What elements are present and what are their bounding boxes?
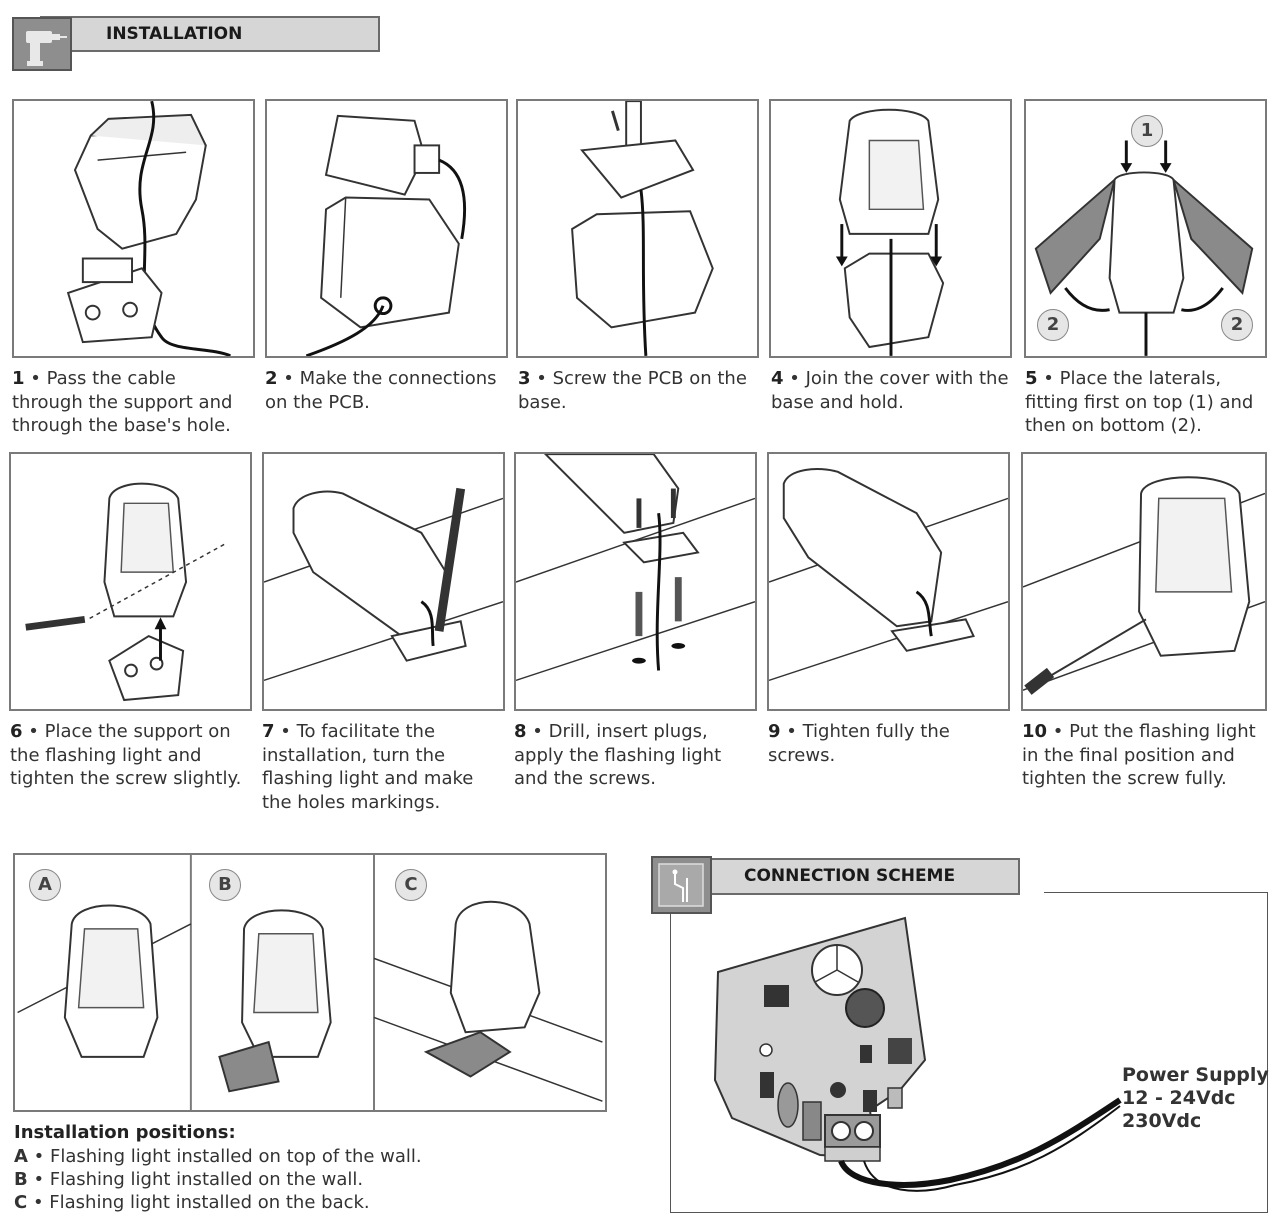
step-9-number: 9 bbox=[768, 721, 781, 742]
connection-frame bbox=[670, 893, 1268, 1213]
position-a-letter: A bbox=[14, 1146, 28, 1167]
drill-icon bbox=[12, 17, 72, 71]
step-2-illustration bbox=[265, 99, 508, 358]
step-6-illustration bbox=[9, 452, 252, 711]
step-6-number: 6 bbox=[10, 721, 23, 742]
step-4-number: 4 bbox=[771, 368, 784, 389]
step-3-number: 3 bbox=[518, 368, 531, 389]
step-10-number: 10 bbox=[1022, 721, 1048, 742]
step-9-illustration bbox=[767, 452, 1010, 711]
pcb-board bbox=[700, 910, 1260, 1210]
connection-frame-top bbox=[1044, 892, 1268, 893]
step-2-text: • Make the connections on the PCB. bbox=[265, 368, 497, 413]
step-9-caption: 9 • Tighten fully the screws. bbox=[768, 720, 1018, 767]
position-c-line: C • Flashing light installed on the back… bbox=[14, 1191, 370, 1214]
step-8-caption: 8 • Drill, insert plugs, apply the flash… bbox=[514, 720, 744, 791]
position-b-letter: B bbox=[14, 1169, 28, 1190]
installation-title: INSTALLATION bbox=[106, 24, 243, 44]
step-10-caption: 10 • Put the flashing light in the final… bbox=[1022, 720, 1267, 791]
step-7-caption: 7 • To facilitate the installation, turn… bbox=[262, 720, 492, 814]
position-b-label: B bbox=[209, 869, 241, 901]
step-2-caption: 2 • Make the connections on the PCB. bbox=[265, 367, 510, 414]
step-4-text: • Join the cover with the base and hold. bbox=[771, 368, 1009, 413]
position-c-letter: C bbox=[14, 1192, 28, 1213]
power-supply-line2: 12 - 24Vdc bbox=[1122, 1087, 1236, 1109]
position-a-line: A • Flashing light installed on top of t… bbox=[14, 1145, 422, 1168]
step-5-number: 5 bbox=[1025, 368, 1038, 389]
step-6-caption: 6 • Place the support on the flashing li… bbox=[10, 720, 250, 791]
step-3-text: • Screw the PCB on the base. bbox=[518, 368, 747, 413]
installation-header-bar bbox=[40, 16, 380, 52]
power-supply-label: Power Supply 12 - 24Vdc 230Vdc bbox=[1122, 1064, 1269, 1133]
position-c-text: • Flashing light installed on the back. bbox=[32, 1192, 370, 1213]
step-5-caption: 5 • Place the laterals, fitting first on… bbox=[1025, 367, 1273, 438]
circuit-icon bbox=[651, 856, 712, 914]
connection-header-bar bbox=[680, 858, 1020, 895]
position-a-text: • Flashing light installed on top of the… bbox=[33, 1146, 422, 1167]
step-7-number: 7 bbox=[262, 721, 275, 742]
power-supply-line3: 230Vdc bbox=[1122, 1110, 1202, 1132]
step-10-illustration bbox=[1021, 452, 1267, 711]
step-5-text: • Place the laterals, fitting first on t… bbox=[1025, 368, 1254, 436]
step-8-number: 8 bbox=[514, 721, 527, 742]
connection-title: CONNECTION SCHEME bbox=[744, 866, 956, 886]
position-b-line: B • Flashing light installed on the wall… bbox=[14, 1168, 363, 1191]
step-1-number: 1 bbox=[12, 368, 25, 389]
position-a-label: A bbox=[29, 869, 61, 901]
step-4-illustration bbox=[769, 99, 1012, 358]
step-1-caption: 1 • Pass the cable through the support a… bbox=[12, 367, 252, 438]
step-3-caption: 3 • Screw the PCB on the base. bbox=[518, 367, 761, 414]
step-5-label-top: 1 bbox=[1131, 115, 1163, 147]
step-3-illustration bbox=[516, 99, 759, 358]
step-9-text: • Tighten fully the screws. bbox=[768, 721, 950, 766]
step-5-label-bottom-right: 2 bbox=[1221, 309, 1253, 341]
positions-panel bbox=[13, 853, 607, 1112]
step-7-illustration bbox=[262, 452, 505, 711]
step-4-caption: 4 • Join the cover with the base and hol… bbox=[771, 367, 1016, 414]
positions-title: Installation positions: bbox=[14, 1122, 236, 1143]
step-1-illustration bbox=[12, 99, 255, 358]
step-8-illustration bbox=[514, 452, 757, 711]
step-10-text: • Put the flashing light in the final po… bbox=[1022, 721, 1256, 789]
position-c-label: C bbox=[395, 869, 427, 901]
step-6-text: • Place the support on the flashing ligh… bbox=[10, 721, 242, 789]
position-b-text: • Flashing light installed on the wall. bbox=[33, 1169, 364, 1190]
step-8-text: • Drill, insert plugs, apply the flashin… bbox=[514, 721, 722, 789]
power-supply-line1: Power Supply bbox=[1122, 1064, 1269, 1086]
step-7-text: • To facilitate the installation, turn t… bbox=[262, 721, 474, 813]
step-5-label-bottom-left: 2 bbox=[1037, 309, 1069, 341]
step-2-number: 2 bbox=[265, 368, 278, 389]
step-1-text: • Pass the cable through the support and… bbox=[12, 368, 233, 436]
